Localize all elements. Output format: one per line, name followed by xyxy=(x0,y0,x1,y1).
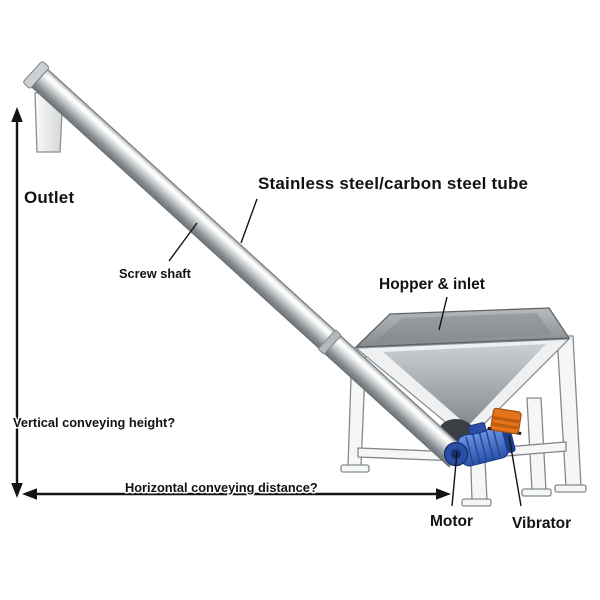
motor-fins xyxy=(465,430,501,465)
label-motor: Motor xyxy=(430,513,473,530)
leader-vibrator xyxy=(508,435,522,507)
stand-foot-front-right xyxy=(554,484,587,493)
vibrator-stripe xyxy=(491,422,520,430)
conveyor-tube xyxy=(23,61,466,468)
tube-body xyxy=(25,63,466,468)
tube-end-flange xyxy=(23,61,50,89)
label-screw-shaft: Screw shaft xyxy=(119,266,192,281)
arrowhead-right-icon xyxy=(436,488,451,500)
stand-leg-front-right xyxy=(556,335,582,488)
arrowhead-down-icon xyxy=(11,483,23,498)
motor-body-group xyxy=(457,422,516,467)
labels: Outlet Stainless steel/carbon steel tube… xyxy=(12,174,572,532)
stand-foot-back-middle xyxy=(461,498,492,507)
stand-foot-front-left xyxy=(340,464,370,473)
leader-hopper xyxy=(438,296,448,331)
motor-gearbox-hub xyxy=(451,449,461,459)
motor-junction-box xyxy=(467,422,487,436)
motor-end-cap xyxy=(502,428,516,453)
arrowhead-left-icon xyxy=(22,488,37,500)
label-vibrator: Vibrator xyxy=(512,515,571,532)
label-horizontal-distance: Horizontal conveying distance? xyxy=(125,480,318,495)
leader-screw-shaft xyxy=(168,222,198,262)
vibrator-stripe xyxy=(492,415,521,424)
label-tube: Stainless steel/carbon steel tube xyxy=(258,174,528,193)
vibrator-assembly xyxy=(487,407,522,436)
horizontal-dimension-arrow xyxy=(22,488,451,500)
label-vertical-height: Vertical conveying height? xyxy=(13,415,175,430)
vertical-dimension-arrow xyxy=(11,107,23,498)
tube-joint-ring xyxy=(318,329,342,355)
stand-foot-back-right xyxy=(521,488,552,497)
leader-tube xyxy=(240,198,258,244)
hopper-funnel xyxy=(354,307,571,431)
tube-highlight xyxy=(46,74,460,451)
tube-seam xyxy=(36,84,452,462)
leader-motor xyxy=(451,451,458,507)
leader-lines xyxy=(168,198,522,507)
arrowhead-up-icon xyxy=(11,107,23,122)
funnel-cone-shading xyxy=(383,344,546,426)
hopper-opening xyxy=(374,313,552,343)
label-hopper-inlet: Hopper & inlet xyxy=(379,276,485,293)
label-outlet: Outlet xyxy=(24,188,74,207)
motor-assembly xyxy=(443,422,516,467)
hopper-stand xyxy=(340,335,587,507)
